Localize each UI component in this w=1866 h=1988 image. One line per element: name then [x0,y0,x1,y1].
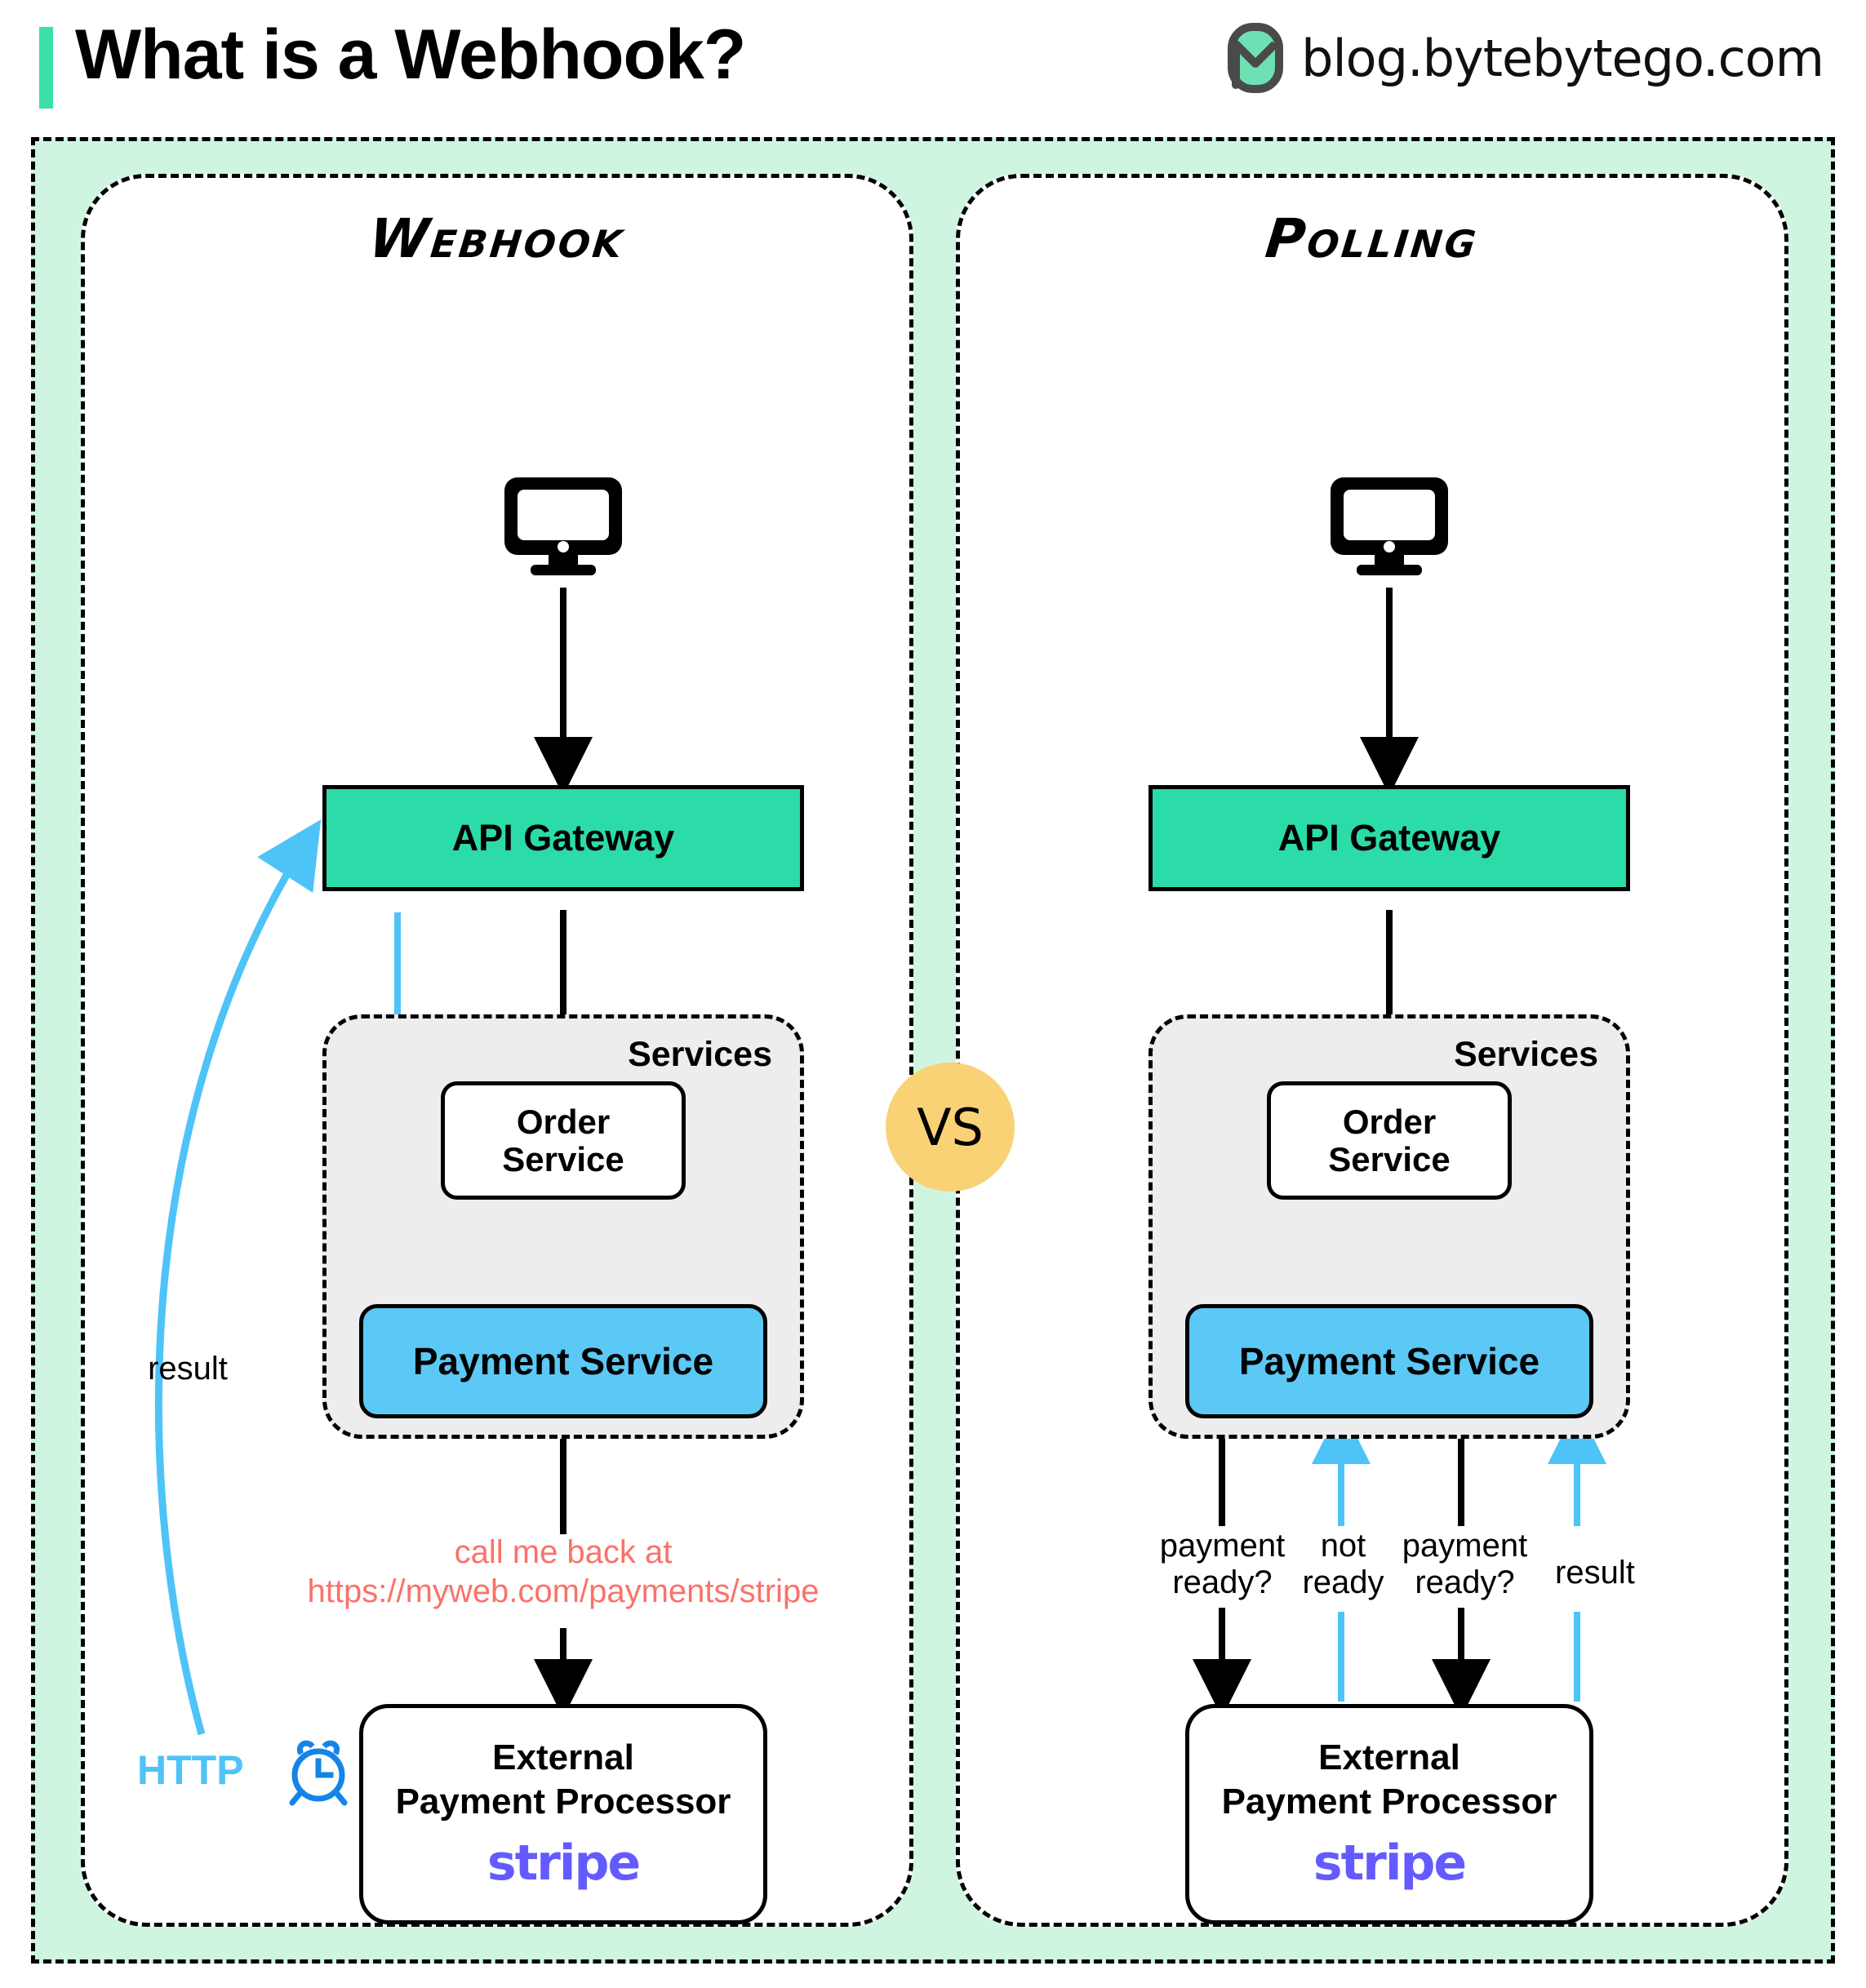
order-service-line2: Service [502,1139,624,1178]
poll-label-2: not ready [1292,1528,1394,1601]
order-service-line1: Order [1342,1103,1437,1142]
services-label-polling: Services [1454,1035,1598,1074]
panel-title-webhook: Webhook [366,207,629,270]
result-label-polling: result [1555,1555,1635,1591]
node-payment-service-polling[interactable]: Payment Service [1185,1304,1593,1418]
header: What is a Webhook? blog.bytebytego.com [0,0,1866,145]
page-title: What is a Webhook? [75,16,746,94]
poll-label-3-line2: ready? [1415,1564,1515,1600]
http-label: HTTP [137,1747,244,1793]
poll-label-3-line1: payment [1402,1528,1528,1564]
brand: blog.bytebytego.com [1228,23,1824,93]
vs-badge: VS [886,1063,1015,1191]
processor-line1: External [1318,1737,1460,1777]
node-external-payment-processor-webhook[interactable]: External Payment Processor stripe [359,1704,767,1924]
node-order-service-polling[interactable]: Order Service [1267,1081,1512,1200]
services-label-webhook: Services [628,1035,772,1074]
brand-text: blog.bytebytego.com [1301,28,1824,88]
node-order-service-webhook[interactable]: Order Service [441,1081,686,1200]
order-service-line2: Service [1328,1139,1451,1178]
node-external-payment-processor-polling[interactable]: External Payment Processor stripe [1185,1704,1593,1924]
bytebytego-logo-icon [1228,23,1284,93]
poll-label-1-line1: payment [1159,1528,1286,1564]
poll-label-1-line2: ready? [1172,1564,1273,1600]
processor-line1: External [492,1737,634,1777]
callback-line1: call me back at [454,1534,673,1570]
callback-annotation: call me back at https://myweb.com/paymen… [294,1533,833,1611]
stripe-logo-webhook: stripe [486,1835,641,1893]
poll-label-1: payment ready? [1143,1528,1302,1601]
node-api-gateway-webhook[interactable]: API Gateway [322,785,804,891]
alarm-clock-icon [282,1734,355,1808]
processor-line2: Payment Processor [1221,1782,1557,1822]
result-label-webhook: result [148,1351,228,1387]
processor-line2: Payment Processor [395,1782,731,1822]
monitor-icon [1324,473,1455,575]
poll-label-2-line1: not [1320,1528,1366,1564]
monitor-icon [498,473,629,575]
title-accent-bar [39,27,53,109]
callback-line2: https://myweb.com/payments/stripe [307,1573,820,1609]
order-service-line1: Order [516,1103,611,1142]
node-payment-service-webhook[interactable]: Payment Service [359,1304,767,1418]
poll-label-2-line2: ready [1302,1564,1384,1600]
stripe-logo-polling: stripe [1313,1835,1467,1893]
panel-title-polling: Polling [1262,207,1482,270]
node-api-gateway-polling[interactable]: API Gateway [1148,785,1630,891]
poll-label-3: payment ready? [1385,1528,1544,1601]
